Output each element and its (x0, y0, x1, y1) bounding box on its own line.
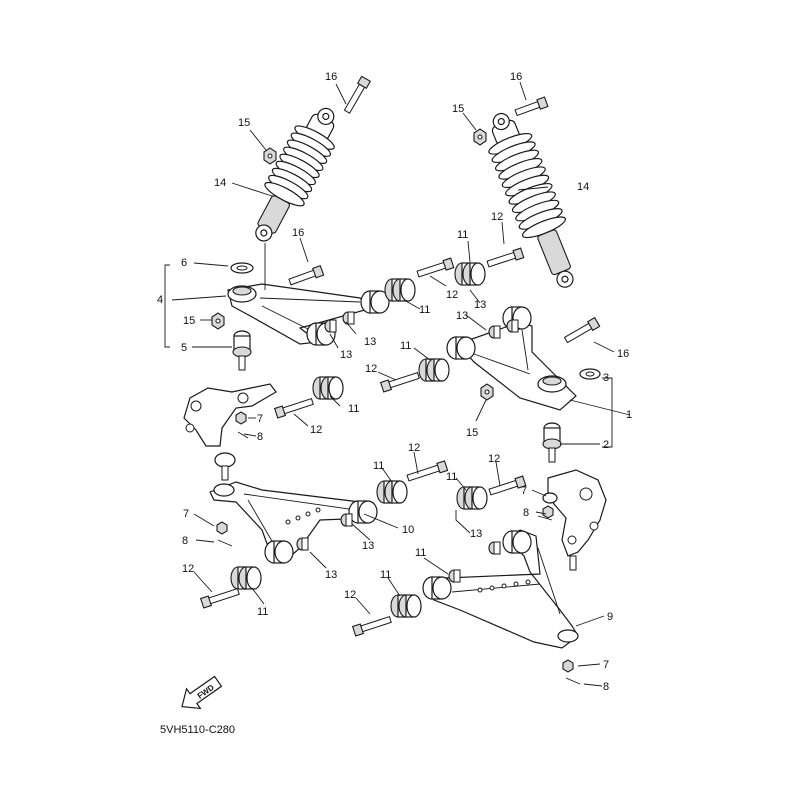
callout-number: 7 (521, 485, 527, 497)
right-shock-absorber (488, 112, 574, 288)
callout-number: 10 (402, 524, 414, 536)
left-shock-absorber (255, 107, 335, 242)
callout-number: 12 (182, 563, 194, 575)
callout-number: 12 (491, 211, 503, 223)
callout-number: 8 (603, 681, 609, 693)
callout-number: 13 (325, 569, 337, 581)
callout-number: 16 (617, 348, 629, 360)
callout-number: 16 (292, 227, 304, 239)
callout-number: 13 (456, 310, 468, 322)
callout-number: 16 (510, 71, 522, 83)
callout-number: 11 (373, 460, 384, 472)
callout-number: 13 (470, 528, 482, 540)
callout-number: 11 (415, 547, 426, 559)
callout-number: 8 (257, 431, 263, 443)
leader-lines (164, 81, 631, 687)
callout-number: 15 (466, 427, 478, 439)
callout-number: 14 (577, 181, 589, 193)
right-lower-arm (422, 529, 581, 685)
callout-number: 7 (183, 508, 189, 520)
callout-number: 8 (523, 507, 529, 519)
callout-number: 12 (365, 363, 377, 375)
callout-number: 13 (364, 336, 376, 348)
callout-number: 3 (603, 372, 609, 384)
shock-mount-hardware (211, 75, 601, 401)
callout-number: 15 (183, 315, 195, 327)
right-knuckle (537, 469, 607, 571)
callout-number: 12 (488, 453, 500, 465)
callout-number: 11 (419, 304, 430, 316)
callout-number: 6 (181, 257, 187, 269)
diagram-code: 5VH5110-C280 (160, 724, 235, 736)
callout-number: 4 (157, 294, 163, 306)
callout-number: 16 (325, 71, 337, 83)
callout-number: 13 (340, 349, 352, 361)
callout-number: 11 (257, 606, 268, 618)
callout-number: 12 (446, 289, 458, 301)
callout-number: 12 (408, 442, 420, 454)
callout-number: 5 (181, 342, 187, 354)
callout-number: 14 (214, 177, 226, 189)
callout-number: 15 (238, 117, 250, 129)
callout-numbers: 16 15 14 16 15 14 16 6 4 15 5 11 12 12 1… (157, 71, 632, 693)
callout-number: 7 (603, 659, 609, 671)
callout-number: 11 (457, 229, 468, 241)
callout-number: 9 (607, 611, 613, 623)
left-lower-bushings (199, 460, 449, 609)
callout-number: 13 (362, 540, 374, 552)
callout-number: 11 (446, 471, 457, 483)
left-ball-joint-and-knuckle (183, 330, 277, 481)
right-upper-bushings (379, 247, 525, 393)
callout-number: 7 (257, 413, 263, 425)
callout-number: 11 (348, 403, 359, 415)
callout-number: 11 (400, 340, 411, 352)
callout-number: 1 (626, 409, 632, 421)
callout-number: 12 (310, 424, 322, 436)
callout-number: 11 (380, 569, 391, 581)
callout-number: 12 (344, 589, 356, 601)
callout-number: 8 (182, 535, 188, 547)
right-lower-bushings (351, 475, 527, 637)
callout-number: 2 (603, 439, 609, 451)
upper-arm-bushings (273, 257, 455, 419)
fwd-arrow-icon: FWD (181, 675, 223, 710)
callout-number: 13 (474, 299, 486, 311)
callout-number: 15 (452, 103, 464, 115)
right-upper-arm (446, 306, 601, 463)
left-lower-arm (209, 481, 378, 564)
left-upper-arm (227, 262, 390, 346)
